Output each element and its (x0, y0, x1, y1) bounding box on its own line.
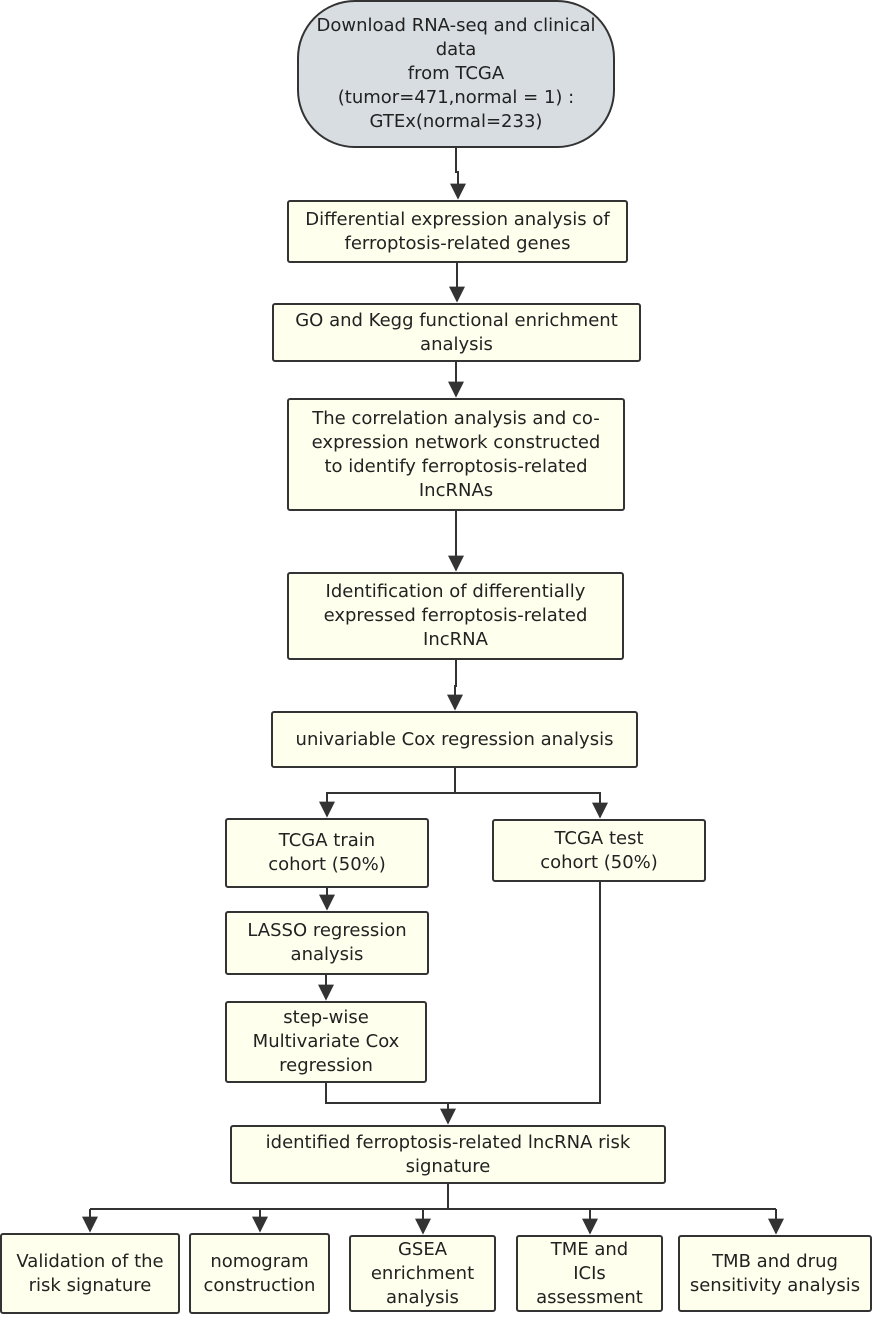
node-tcga-train: TCGA train cohort (50%) (225, 818, 429, 888)
connector-test-merge (448, 882, 601, 1104)
node-risk-signature: identified ferroptosis-related lncRNA ri… (230, 1125, 666, 1184)
node-tme-icis: TME and ICIs assessment (516, 1235, 663, 1312)
node-lasso-regression: LASSO regression analysis (225, 911, 429, 975)
node-go-kegg-enrichment: GO and Kegg functional enrichment analys… (272, 303, 641, 362)
arrow-split-to-train (319, 792, 455, 818)
node-gsea: GSEA enrichment analysis (349, 1235, 496, 1312)
arrow-start-to-diff (450, 148, 466, 200)
node-univariable-cox: univariable Cox regression analysis (271, 711, 638, 768)
node-download-data: Download RNA-seq and clinical data from … (297, 0, 615, 148)
node-tmb-drug: TMB and drug sensitivity analysis (678, 1235, 872, 1312)
node-identification-lncrna: Identification of differentially express… (287, 572, 624, 660)
node-correlation-analysis: The correlation analysis and co- express… (287, 398, 625, 511)
node-validation: Validation of the risk signature (0, 1233, 180, 1314)
connector-stepwise-merge (325, 1083, 448, 1104)
node-differential-expression: Differential expression analysis of ferr… (287, 200, 628, 263)
node-nomogram: nomogram construction (189, 1233, 330, 1314)
node-tcga-test: TCGA test cohort (50%) (492, 819, 706, 882)
arrow-identification-to-univariable (447, 660, 463, 711)
node-stepwise-cox: step-wise Multivariate Cox regression (225, 1001, 427, 1083)
arrow-split-to-test (455, 792, 608, 819)
